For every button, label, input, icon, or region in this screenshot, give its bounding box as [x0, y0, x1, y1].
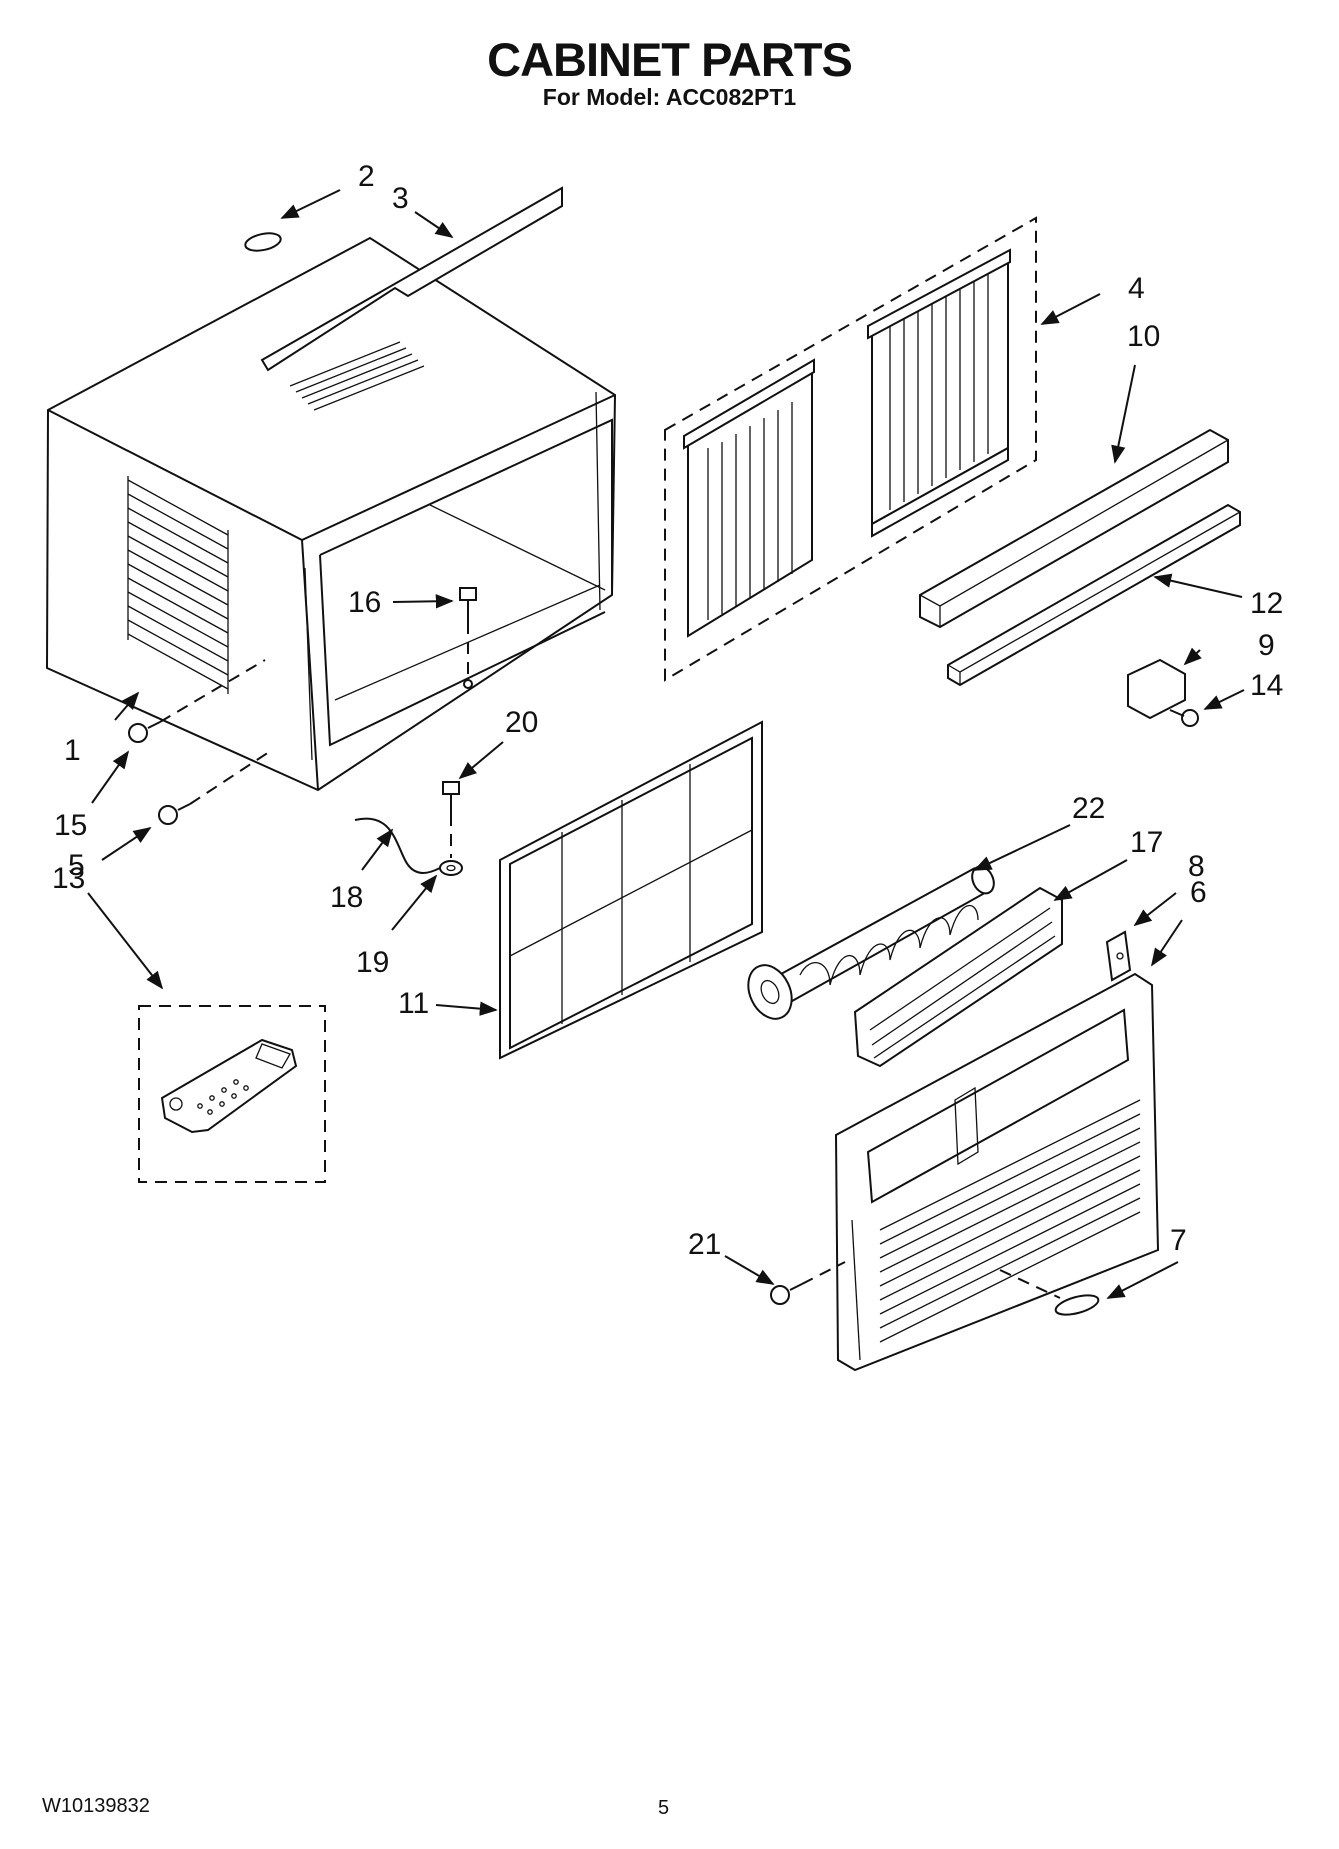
right-side-curtain	[867, 248, 1011, 538]
callout-18: 18	[330, 881, 363, 914]
callout-8: 8	[1188, 850, 1205, 883]
drain-wire-18	[354, 817, 441, 874]
air-filter	[499, 720, 763, 1060]
top-vents	[289, 341, 425, 411]
callout-10: 10	[1127, 320, 1160, 353]
side-louvers	[127, 476, 229, 694]
callout-21: 21	[688, 1228, 721, 1261]
callout-4: 4	[1128, 272, 1145, 305]
callout-19: 19	[356, 946, 389, 979]
callout-17: 17	[1130, 826, 1163, 859]
washer-19	[439, 860, 463, 876]
cabinet-shell	[45, 236, 617, 792]
screw-20	[442, 781, 460, 858]
screw-5	[158, 803, 191, 825]
callout-22: 22	[1072, 792, 1105, 825]
screw-21	[770, 1283, 803, 1305]
document-number: W10139832	[42, 1795, 150, 1817]
callout-9: 9	[1258, 629, 1275, 662]
louver-assembly	[853, 886, 1063, 1068]
top-seal-strip	[260, 186, 563, 372]
seal-pad	[244, 232, 282, 252]
callout-16: 16	[348, 586, 381, 619]
callout-5: 5	[68, 849, 85, 882]
callout-11: 11	[398, 987, 429, 1020]
blower-wheel	[747, 865, 995, 1020]
rail-top	[919, 428, 1229, 629]
bracket	[1127, 658, 1186, 720]
model-subtitle: For Model: ACC082PT1	[542, 84, 797, 110]
callout-15: 15	[54, 809, 87, 842]
screw-15	[128, 721, 161, 743]
grille-seal	[1054, 1294, 1100, 1316]
callout-12: 12	[1250, 587, 1283, 620]
callout-7: 7	[1170, 1224, 1187, 1257]
rail-bottom	[947, 503, 1241, 687]
callout-13: 13	[52, 862, 85, 895]
front-grille	[834, 972, 1160, 1372]
callout-3: 3	[392, 182, 409, 215]
callout-6: 6	[1190, 876, 1207, 909]
callout-20: 20	[505, 706, 538, 739]
callout-2: 2	[358, 160, 375, 193]
screw-16	[459, 587, 477, 689]
page-number: 5	[658, 1797, 670, 1819]
callouts: 1 2 3 4 5 6 7 8 9 10 11 12 13 14 15 16 1	[52, 160, 1283, 1299]
screw-14	[1169, 709, 1199, 727]
left-side-curtain	[683, 358, 815, 638]
page-title: CABINET PARTS	[487, 33, 853, 86]
clip	[1105, 930, 1132, 982]
remote-control	[160, 1038, 298, 1134]
callout-14: 14	[1250, 669, 1283, 702]
callout-1: 1	[64, 734, 81, 767]
grille-louvers	[879, 1099, 1141, 1343]
